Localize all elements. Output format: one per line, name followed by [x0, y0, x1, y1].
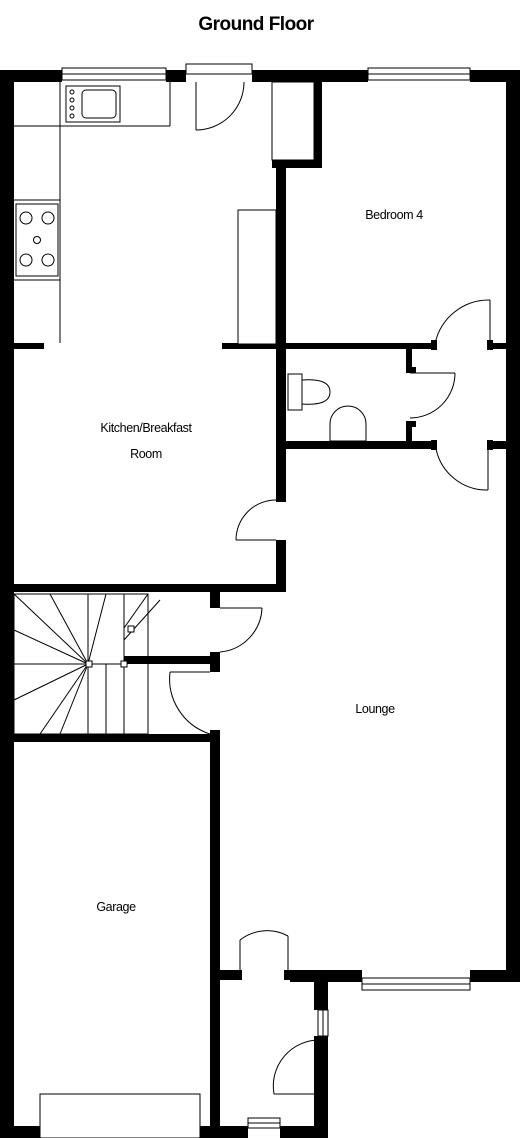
room-label-garage: Garage: [96, 900, 136, 914]
garage-door: [39, 1093, 201, 1138]
interior-walls: [14, 82, 506, 1126]
bedroom-door: [431, 299, 493, 350]
room-label-kitchen: Kitchen/Breakfast: [100, 421, 192, 435]
kitchen-window: [61, 67, 167, 81]
basin-icon: [329, 405, 367, 442]
newel-post: [85, 660, 93, 668]
cupboard: [271, 81, 315, 161]
front-door: [272, 1036, 328, 1100]
toilet-icon: [287, 373, 331, 411]
bedroom-window: [367, 67, 471, 81]
tall-unit: [237, 209, 277, 345]
porch-inner-door: [234, 930, 292, 980]
doors: [169, 63, 493, 1100]
wc-fittings: [287, 373, 367, 442]
lounge-door: [169, 664, 220, 740]
room-label-lounge: Lounge: [355, 702, 395, 716]
kitchen-door: [235, 496, 286, 546]
sink-icon: [65, 85, 121, 123]
lounge-window: [361, 977, 471, 991]
understairs-door: [210, 600, 263, 660]
back-door: [185, 63, 253, 131]
hall-door: [431, 440, 493, 491]
exterior-walls: [0, 70, 520, 1138]
room-label-bedroom: Bedroom 4: [365, 208, 423, 222]
porch-side-window: [317, 1009, 329, 1037]
room-label-kitchen-line2: Room: [130, 447, 162, 461]
staircase: [13, 593, 161, 735]
plan-title: Ground Floor: [198, 14, 314, 35]
kitchen-units: [14, 81, 315, 345]
windows: [61, 67, 471, 1129]
hob-icon: [15, 203, 59, 277]
wc-door: [406, 367, 456, 427]
porch-front-window: [247, 1117, 281, 1129]
